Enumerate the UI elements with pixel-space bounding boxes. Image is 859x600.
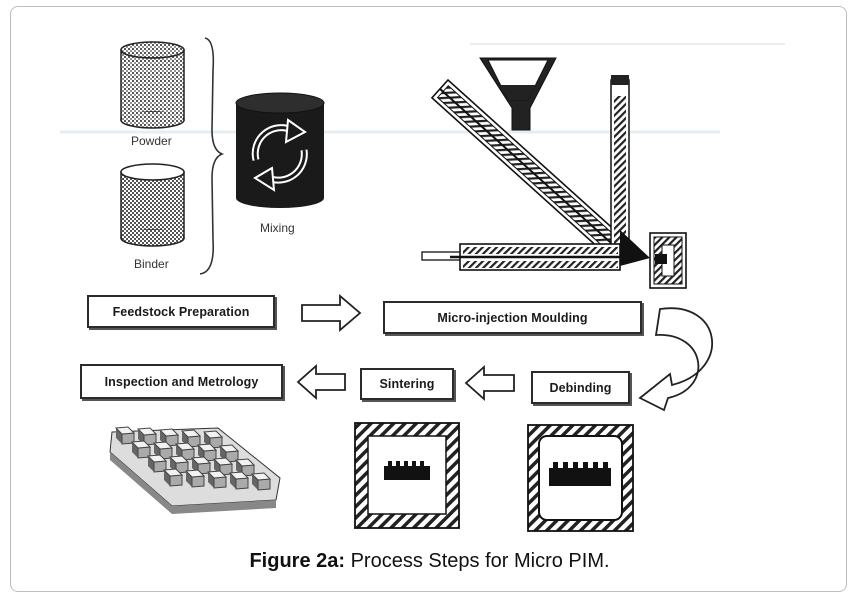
micro-pillar-front	[213, 476, 227, 489]
micro-pillar-front	[257, 478, 271, 491]
caption-text: Process Steps for Micro PIM.	[345, 550, 610, 572]
micro-pillar	[146, 454, 168, 463]
micro-pillar-side	[230, 473, 236, 489]
sintering-furnace-icon	[354, 422, 460, 529]
micro-pillar-front	[169, 474, 183, 487]
brace-icon	[199, 37, 225, 275]
micro-pillar	[202, 430, 224, 439]
micro-pillar	[228, 471, 250, 480]
caption-prefix: Figure 2a:	[249, 550, 346, 572]
micro-pillar	[130, 440, 152, 449]
step-feedstock-preparation: Feedstock Preparation	[87, 295, 275, 328]
powder-label: Powder	[131, 134, 172, 148]
micro-pillar	[114, 426, 136, 435]
micro-pillar	[234, 458, 256, 467]
micro-pillar	[152, 441, 174, 450]
step-debinding: Debinding	[531, 371, 630, 404]
micro-pillar-side	[148, 456, 154, 472]
mixing-label: Mixing	[260, 221, 295, 235]
micro-pillar	[218, 444, 240, 453]
arrow-left-icon	[464, 364, 515, 402]
arrow-curve-down-icon	[638, 307, 713, 412]
debinding-furnace-icon	[527, 424, 634, 532]
micro-pillar-side	[164, 470, 170, 486]
micro-pillar	[136, 427, 158, 436]
micro-pillar	[168, 455, 190, 464]
micro-pillar-side	[252, 474, 258, 490]
micro-pillar-side	[186, 471, 192, 487]
step-inspection-metrology: Inspection and Metrology	[80, 364, 283, 399]
arrow-left-icon	[296, 363, 346, 401]
step-sintering: Sintering	[360, 368, 454, 400]
micro-pillar	[174, 442, 196, 451]
micro-pillar-front	[191, 475, 205, 488]
micro-pillar	[190, 456, 212, 465]
micro-pillar	[184, 469, 206, 478]
micro-pillars	[114, 426, 272, 491]
micro-pillar-side	[116, 428, 122, 444]
micro-pillar	[196, 443, 218, 452]
micro-pillar	[162, 468, 184, 477]
micro-pillar	[158, 428, 180, 437]
micro-pillar	[206, 470, 228, 479]
arrow-right-icon	[301, 294, 362, 332]
micro-pillar-side	[132, 442, 138, 458]
injection-machine-icon	[421, 57, 687, 289]
powder-cylinder-icon	[120, 41, 185, 129]
step-micro-injection-moulding: Micro-injection Moulding	[383, 301, 642, 334]
micro-pillar	[180, 429, 202, 438]
micro-pillar-front	[235, 477, 249, 490]
binder-label: Binder	[134, 257, 169, 271]
micro-pillar-side	[208, 472, 214, 488]
figure-caption: Figure 2a: Process Steps for Micro PIM.	[0, 550, 859, 573]
micro-pillar	[212, 457, 234, 466]
micro-pillar	[250, 472, 272, 481]
mixing-cylinder-icon	[235, 92, 325, 208]
binder-cylinder-icon	[120, 163, 185, 247]
